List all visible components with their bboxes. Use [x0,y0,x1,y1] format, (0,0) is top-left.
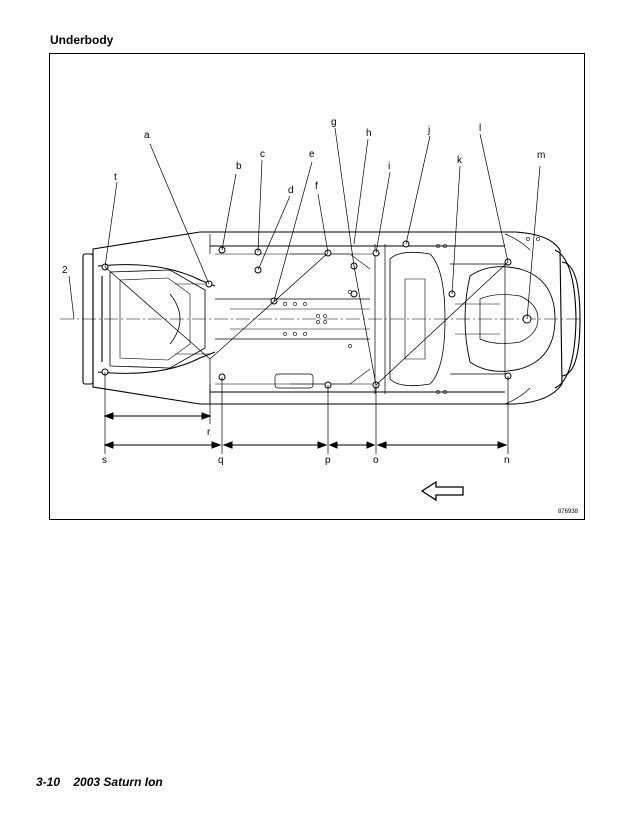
callout-g: g [331,117,337,128]
callout-m: m [537,150,545,161]
callout-i: i [388,161,390,172]
leader-lines [68,127,541,454]
section-title: Underbody [50,33,114,47]
underbody-diagram: a b c d e f g h i j k l m n o p q r s t … [60,117,581,502]
callout-l: l [479,123,481,134]
callout-c: c [260,149,265,160]
page-number: 3-10 [36,775,61,789]
callout-a: a [144,130,150,141]
front-rail-lower [97,351,216,374]
dimension-lines [103,412,508,449]
callout-2: 2 [62,265,68,276]
callout-labels: a b c d e f g h i j k l m n o p q r s t … [62,117,545,466]
footer-title: 2003 Saturn Ion [73,775,163,789]
front-direction-arrow [420,480,464,502]
callout-r: r [207,427,211,438]
cross-member [374,244,386,394]
fuel-tank [389,251,446,387]
callout-n: n [504,455,510,466]
body-outline [92,231,563,405]
callout-k: k [457,155,463,166]
callout-o: o [373,455,379,466]
callout-j: j [427,125,430,136]
tunnel [215,298,370,340]
callout-b: b [236,161,242,172]
page-footer: 3-10 2003 Saturn Ion [36,775,163,789]
callout-q: q [218,455,224,466]
callout-f: f [315,181,318,192]
underbody-figure: a b c d e f g h i j k l m n o p q r s t … [49,53,585,520]
figure-id: 876938 [557,509,578,515]
spare-tire-well [464,266,556,372]
front-rail-upper [97,264,216,287]
callout-e: e [309,149,315,160]
callout-d: d [288,185,294,196]
callout-h: h [366,128,372,139]
rear-bumper [554,249,577,389]
callout-t: t [114,172,117,183]
callout-p: p [325,455,331,466]
callout-s: s [102,455,107,466]
